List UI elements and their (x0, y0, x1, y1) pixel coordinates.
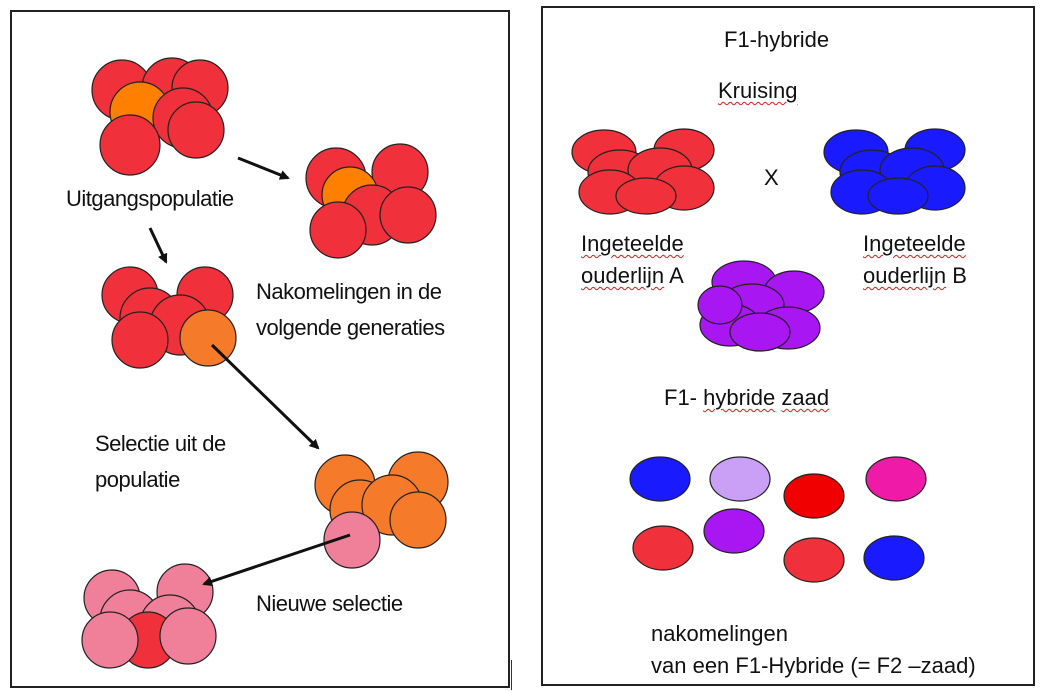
seed-magenta (865, 456, 927, 502)
parent-a-line-2: ouderlijn A (581, 260, 684, 292)
offspring-label-line-2: van een F1-Hybride (= F2 –zaad) (651, 653, 976, 678)
seed-red (632, 525, 694, 571)
seed-text-3: zaad (781, 385, 830, 410)
seed-purple (703, 508, 765, 554)
arrow-to-selection (210, 343, 320, 450)
arrow-to-new-selection (202, 533, 351, 587)
parent-b-letter: B (952, 263, 967, 288)
seed-blue (629, 456, 691, 502)
seed-lilac (709, 456, 771, 502)
seed-bright-red (783, 473, 845, 519)
seed-text-2: hybride (703, 385, 776, 410)
arrows (148, 156, 351, 587)
f1-hybrid-seed-label: F1- hybride zaad (664, 382, 829, 414)
arrow-to-next-generation (148, 227, 168, 264)
seed-red (783, 537, 845, 583)
f1-hybrid-title: F1-hybride (724, 27, 830, 52)
parent-b-line-2: ouderlijn B (863, 260, 967, 292)
parent-line-b-cluster (823, 128, 966, 215)
label-starting-population: Uitgangspopulatie (66, 186, 234, 211)
f2-offspring-seeds (629, 456, 927, 583)
offspring-label-line-1: nakomelingen (651, 621, 788, 646)
parent-a-letter: A (669, 263, 684, 288)
parent-a-text-2: ouderlijn (581, 263, 665, 288)
parent-b-line-1: Ingeteelde (863, 228, 966, 260)
divider-tick (511, 660, 512, 690)
label-selection-line-2: populatie (95, 467, 180, 492)
label-offspring-line-1: Nakomelingen in de (256, 279, 442, 304)
parent-a-line-1: Ingeteelde (581, 228, 684, 260)
label-new-selection: Nieuwe selectie (256, 591, 403, 616)
pink-individual (323, 511, 381, 569)
cluster-next-generation (101, 266, 237, 369)
f1-hybrid-seed-cluster (697, 260, 825, 352)
cross-symbol: X (764, 165, 779, 190)
label-offspring-line-2: volgende generaties (256, 315, 445, 340)
seed-blue (863, 535, 925, 581)
cluster-offspring (305, 143, 437, 259)
crossing-label: Kruising (718, 75, 797, 107)
crossing-text: Kruising (718, 78, 798, 103)
parent-a-text-1: Ingeteelde (581, 231, 684, 256)
cluster-starting-population (91, 57, 229, 176)
label-selection-line-1: Selectie uit de (95, 431, 226, 456)
left-panel-mass-selection (10, 10, 510, 688)
parent-line-a-cluster (571, 128, 715, 215)
selected-individual (179, 309, 237, 367)
seed-text-1: F1- (664, 385, 697, 410)
cluster-selected-population (314, 451, 449, 569)
arrow-to-offspring (237, 156, 290, 180)
cluster-new-selection (81, 563, 217, 669)
parent-b-text-2: ouderlijn (863, 263, 947, 288)
parent-b-text-1: Ingeteelde (863, 231, 966, 256)
